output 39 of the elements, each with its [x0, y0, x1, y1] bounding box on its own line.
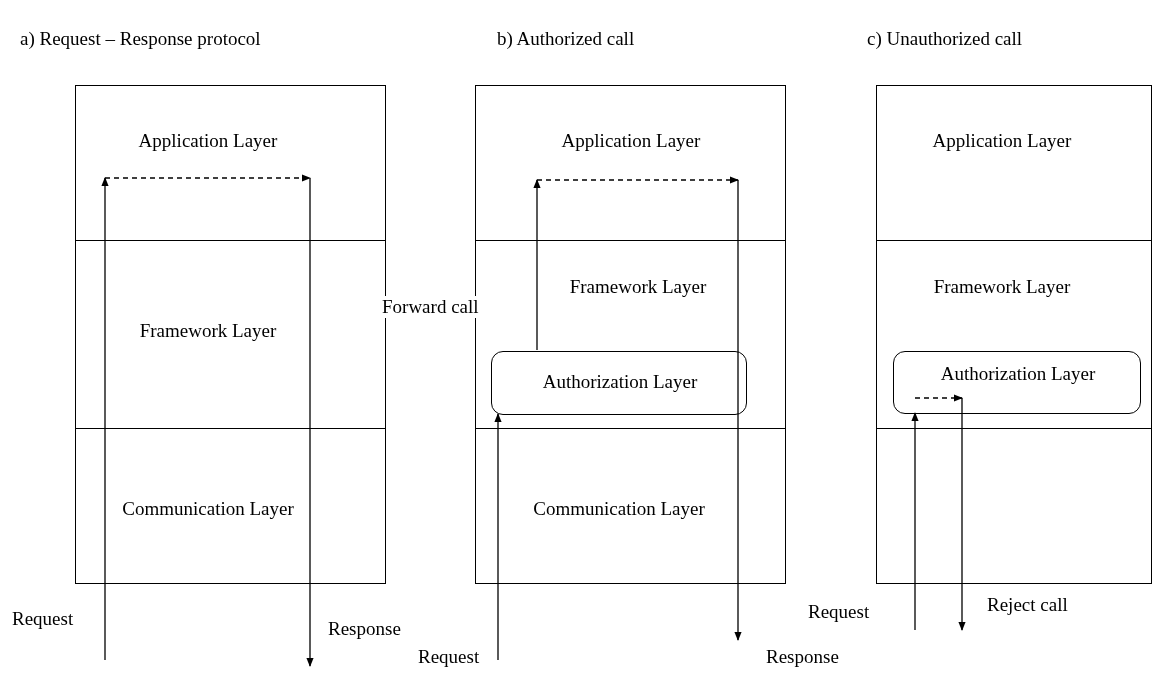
layer-box	[75, 428, 386, 584]
arrow	[536, 176, 739, 184]
layer-label: Framework Layer	[569, 276, 707, 298]
layer-label: Application Layer	[138, 130, 278, 152]
layer-box	[876, 428, 1152, 584]
arrow-label: Response	[766, 646, 839, 668]
arrow-label: Reject call	[987, 594, 1068, 616]
layer-label: Authorization Layer	[940, 363, 1096, 385]
layer-box	[876, 240, 1152, 429]
arrow	[958, 397, 966, 631]
arrow	[306, 177, 314, 667]
layer-label: Authorization Layer	[542, 371, 698, 393]
layer-label: Application Layer	[932, 130, 1072, 152]
arrow-label: Request	[808, 601, 870, 623]
layer-box	[475, 428, 786, 584]
panel-title: a) Request – Response protocol	[20, 28, 261, 50]
layer-label: Application Layer	[561, 130, 701, 152]
layer-box	[475, 85, 786, 241]
arrow	[734, 179, 742, 641]
panel-title: b) Authorized call	[497, 28, 635, 50]
layer-label: Framework Layer	[139, 320, 277, 342]
panel-title: c) Unauthorized call	[867, 28, 1023, 50]
arrow-label: Request	[418, 646, 480, 668]
arrow	[101, 177, 109, 661]
authorization-box	[491, 351, 747, 415]
arrow-label: Response	[328, 618, 401, 640]
arrow-label: Request	[12, 608, 74, 630]
layer-label: Framework Layer	[933, 276, 1071, 298]
layer-box	[75, 85, 386, 241]
layer-label: Communication Layer	[122, 498, 294, 520]
layer-box	[876, 85, 1152, 241]
layer-label: Communication Layer	[533, 498, 705, 520]
arrow	[104, 174, 311, 182]
edge-label: Forward call	[382, 296, 479, 318]
arrow	[533, 179, 541, 351]
arrow	[914, 394, 963, 402]
arrow	[494, 413, 502, 661]
arrow	[911, 412, 919, 631]
authorization-box	[893, 351, 1141, 414]
